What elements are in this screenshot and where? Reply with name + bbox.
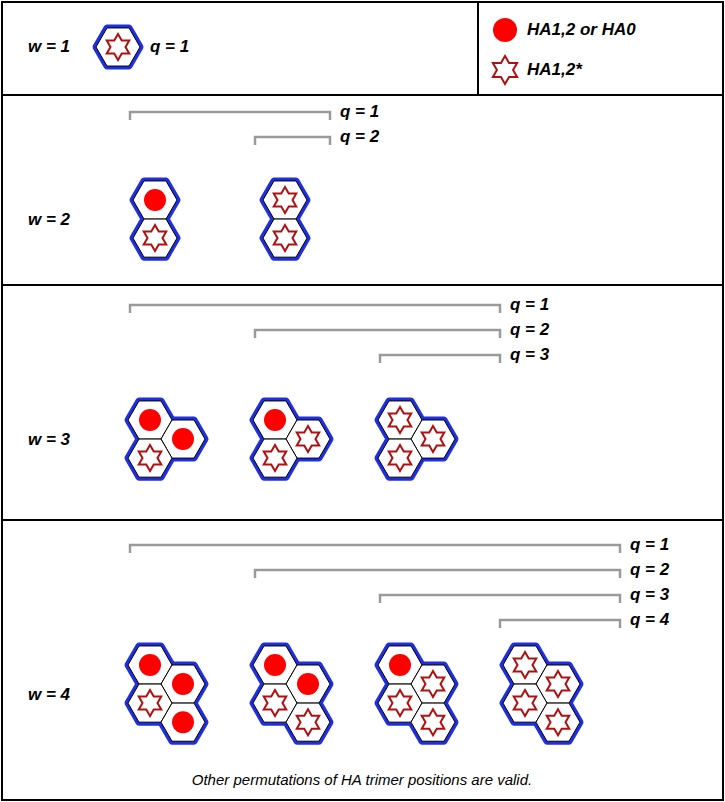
ha-circle (389, 654, 411, 676)
parameter-label: q = 1 (630, 535, 669, 555)
ha-star (274, 187, 297, 213)
footnote: Other permutations of HA trimer position… (192, 771, 532, 789)
parameter-label: q = 1 (340, 102, 379, 122)
trimer-cluster (253, 646, 330, 741)
parameter-label: w = 1 (28, 37, 70, 57)
range-bracket (130, 305, 500, 313)
legend-star (493, 56, 517, 84)
trimer-cluster (128, 401, 205, 477)
legend-divider (477, 2, 479, 95)
parameter-label: q = 2 (630, 560, 669, 580)
ha-circle (297, 673, 319, 695)
ha-star (422, 426, 445, 452)
hexagon-outline (133, 219, 177, 257)
ha-circle (264, 654, 286, 676)
hexagon-cell (378, 439, 422, 477)
ha-star (389, 445, 412, 471)
legend-text: HA1,2 or HA0 (527, 20, 636, 40)
ha-circle (139, 654, 161, 676)
hexagon-cell (128, 439, 172, 477)
ha-star (514, 652, 537, 678)
parameter-label: w = 2 (28, 210, 70, 230)
hexagon-cell (161, 703, 205, 741)
hexagon-cell (263, 219, 307, 257)
range-bracket (130, 112, 330, 120)
legend-symbols (493, 18, 517, 84)
parameter-label: q = 1 (510, 295, 549, 315)
ha-circle (172, 428, 194, 450)
hexagon-cell (96, 28, 140, 66)
ha-star (264, 445, 287, 471)
range-bracket (255, 570, 620, 578)
ha-star (389, 690, 412, 716)
trimer-cluster (378, 401, 455, 477)
parameter-label: q = 4 (630, 610, 669, 630)
ha-circle (144, 189, 166, 211)
range-bracket (130, 545, 620, 553)
parameter-label: q = 2 (340, 127, 379, 147)
ha-star (107, 34, 130, 60)
row-divider (2, 284, 723, 286)
hexagon-outline (263, 219, 307, 257)
ha-star (514, 690, 537, 716)
legend-text: HA1,2* (527, 60, 582, 80)
ha-circle (264, 409, 286, 431)
range-bracket (255, 330, 500, 338)
trimer-cluster (133, 181, 177, 257)
ha-star (297, 426, 320, 452)
ha-star (139, 690, 162, 716)
ha-star (144, 225, 167, 251)
trimer-cluster (128, 646, 205, 741)
row-divider (2, 94, 723, 96)
legend-circle (493, 18, 517, 42)
hexagon-cell (536, 703, 580, 741)
parameter-label: q = 3 (630, 585, 669, 605)
trimer-cluster (253, 401, 330, 477)
parameter-label: q = 1 (150, 37, 189, 57)
trimer-cluster (96, 28, 140, 66)
hexagon-cell (263, 181, 307, 219)
ha-star (547, 671, 570, 697)
ha-circle (172, 711, 194, 733)
ha-star (422, 709, 445, 735)
hexagon-outline (96, 28, 140, 66)
row-divider (2, 519, 723, 521)
trimer-cluster (503, 646, 580, 741)
parameter-label: q = 3 (510, 345, 549, 365)
ha-star (547, 709, 570, 735)
hexagon-outline (133, 181, 177, 219)
ha-circle (139, 409, 161, 431)
trimer-cluster (263, 181, 307, 257)
trimer-cluster (378, 646, 455, 741)
hexagon-cell (133, 219, 177, 257)
ha-star (422, 671, 445, 697)
ha-star (274, 225, 297, 251)
parameter-label: q = 2 (510, 320, 549, 340)
hexagon-cell (253, 439, 297, 477)
parameter-label: w = 4 (28, 685, 70, 705)
hexagon-cell (411, 703, 455, 741)
range-bracket (380, 595, 620, 603)
parameter-label: w = 3 (28, 430, 70, 450)
hexagon-cell (286, 703, 330, 741)
range-bracket (500, 620, 620, 628)
ha-star (389, 407, 412, 433)
range-bracket (255, 137, 330, 145)
ha-circle (172, 673, 194, 695)
ha-star (264, 690, 287, 716)
range-bracket (380, 355, 500, 363)
hexagon-outline (263, 181, 307, 219)
ha-star (139, 445, 162, 471)
hexagon-cell (133, 181, 177, 219)
ha-star (297, 709, 320, 735)
